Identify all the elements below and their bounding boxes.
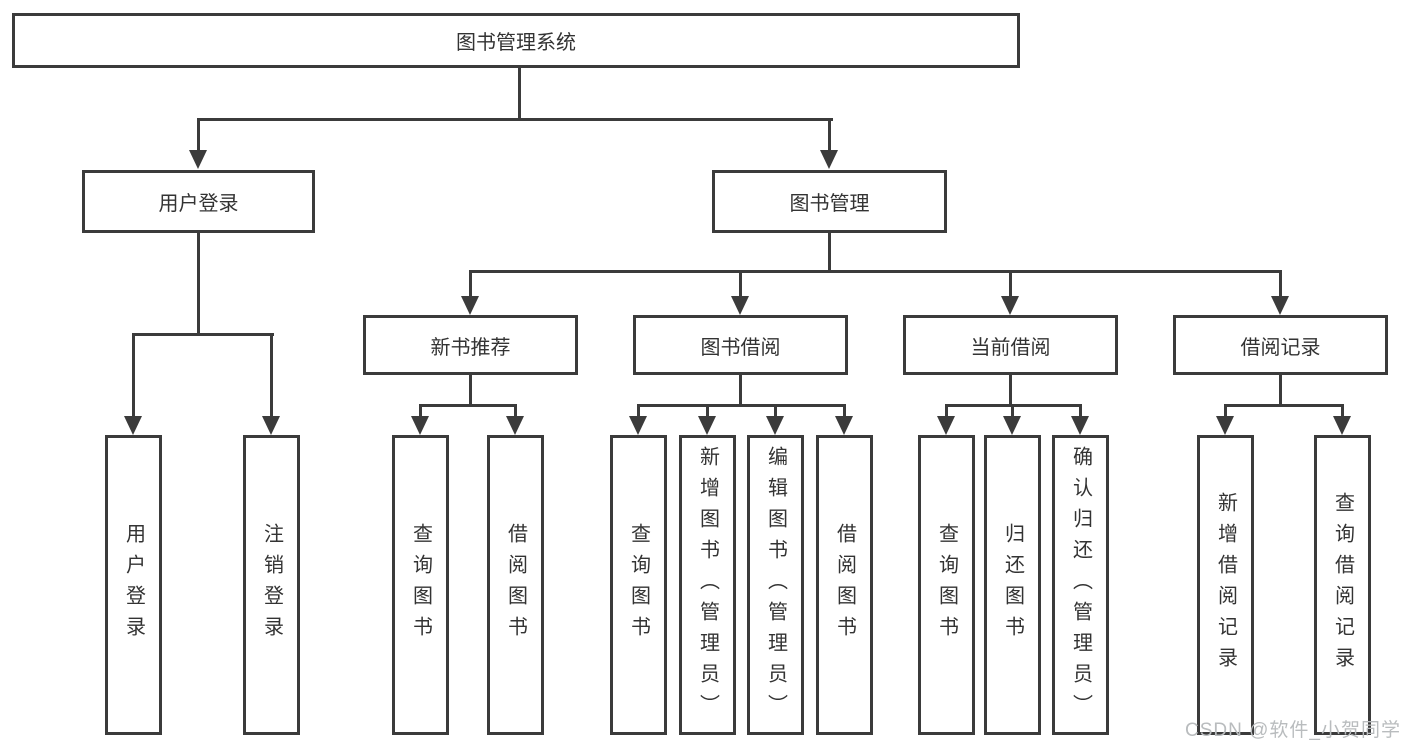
arrow-down-icon-book-management [820, 150, 838, 169]
leaf-cb-query-books-label: 查询图书 [935, 523, 958, 647]
arrow-down-icon-book-borrow [731, 296, 749, 315]
node-book-management-label: 图书管理 [789, 193, 870, 215]
arrow-down-icon-cb-confirm [1071, 416, 1089, 435]
csdn-watermark: CSDN @软件_小贺同学 [1185, 720, 1401, 741]
arrow-down-icon-bb-query [629, 416, 647, 435]
node-current-borrow: 当前借阅 [903, 315, 1118, 375]
connector-drop-cb-confirm [1079, 404, 1082, 418]
node-current-borrow-label: 当前借阅 [970, 336, 1051, 359]
arrow-down-icon-br-add [1216, 416, 1234, 435]
connector-new-book-crossbar [419, 404, 517, 407]
leaf-user-login: 用户登录 [105, 435, 162, 735]
leaf-nb-borrow-books: 借阅图书 [487, 435, 544, 735]
leaf-cb-confirm-return-admin-label: 确认归还（管理员） [1069, 445, 1092, 725]
node-borrow-records-label: 借阅记录 [1240, 336, 1321, 359]
arrow-down-icon-cb-query [937, 416, 955, 435]
arrow-down-icon-bb-edit [766, 416, 784, 435]
connector-drop-new-book [469, 270, 472, 297]
leaf-bb-borrow-books-label: 借阅图书 [833, 523, 856, 647]
arrow-down-icon-current-borrow [1001, 296, 1019, 315]
connector-drop-borrow-records [1279, 270, 1282, 297]
connector-new-book-stem [469, 375, 472, 407]
connector-root-crossbar [197, 118, 833, 121]
connector-drop-cb-query [945, 404, 948, 418]
arrow-down-icon-nb-borrow [506, 416, 524, 435]
leaf-bb-query-books: 查询图书 [610, 435, 667, 735]
connector-drop-book-borrow [739, 270, 742, 297]
leaf-bb-query-books-label: 查询图书 [627, 523, 650, 647]
leaf-br-query-record: 查询借阅记录 [1314, 435, 1371, 735]
node-new-book-recommend-label: 新书推荐 [430, 336, 511, 359]
connector-drop-br-query [1341, 404, 1344, 418]
leaf-br-add-record-label: 新增借阅记录 [1214, 492, 1237, 678]
leaf-nb-query-books-label: 查询图书 [409, 523, 432, 647]
leaf-bb-add-book-admin-label: 新增图书（管理员） [696, 445, 719, 725]
connector-drop-current-borrow [1009, 270, 1012, 297]
connector-drop-br-add [1224, 404, 1227, 418]
leaf-nb-borrow-books-label: 借阅图书 [504, 523, 527, 647]
leaf-bb-edit-book-admin-label: 编辑图书（管理员） [764, 445, 787, 725]
connector-drop-cb-return [1011, 404, 1014, 418]
node-borrow-records: 借阅记录 [1173, 315, 1388, 375]
connector-borrow-records-stem [1279, 375, 1282, 407]
connector-drop-user-login [197, 118, 200, 152]
node-book-management: 图书管理 [712, 170, 947, 233]
connector-drop-leaf-logout [270, 333, 273, 417]
connector-drop-book-management [828, 118, 831, 152]
leaf-cb-confirm-return-admin: 确认归还（管理员） [1052, 435, 1109, 735]
connector-user-login-crossbar [132, 333, 274, 336]
connector-drop-bb-add [706, 404, 709, 418]
arrow-down-icon-bb-add [698, 416, 716, 435]
connector-book-borrow-stem [739, 375, 742, 407]
leaf-br-query-record-label: 查询借阅记录 [1331, 492, 1354, 678]
arrow-down-icon-new-book [461, 296, 479, 315]
connector-book-management-stem [828, 233, 831, 273]
node-book-borrow-label: 图书借阅 [700, 336, 781, 359]
arrow-down-icon-cb-return [1003, 416, 1021, 435]
leaf-cb-return-books: 归还图书 [984, 435, 1041, 735]
node-library-system: 图书管理系统 [12, 13, 1020, 68]
node-book-borrow: 图书借阅 [633, 315, 848, 375]
connector-user-login-stem [197, 233, 200, 336]
connector-book-borrow-crossbar [637, 404, 846, 407]
connector-root-stem [518, 68, 521, 121]
connector-drop-bb-borrow [843, 404, 846, 418]
node-user-login: 用户登录 [82, 170, 315, 233]
connector-book-management-crossbar [469, 270, 1282, 273]
arrow-down-icon-user-login [189, 150, 207, 169]
arrow-down-icon-leaf-logout [262, 416, 280, 435]
leaf-cb-query-books: 查询图书 [918, 435, 975, 735]
leaf-bb-borrow-books: 借阅图书 [816, 435, 873, 735]
connector-drop-bb-edit [774, 404, 777, 418]
arrow-down-icon-br-query [1333, 416, 1351, 435]
leaf-user-login-label: 用户登录 [122, 523, 145, 647]
node-new-book-recommend: 新书推荐 [363, 315, 578, 375]
arrow-down-icon-borrow-records [1271, 296, 1289, 315]
arrow-down-icon-bb-borrow [835, 416, 853, 435]
connector-drop-bb-query [637, 404, 640, 418]
leaf-bb-add-book-admin: 新增图书（管理员） [679, 435, 736, 735]
connector-drop-leaf-user-login [132, 333, 135, 417]
connector-drop-nb-borrow [514, 404, 517, 418]
leaf-br-add-record: 新增借阅记录 [1197, 435, 1254, 735]
leaf-bb-edit-book-admin: 编辑图书（管理员） [747, 435, 804, 735]
node-user-login-label: 用户登录 [158, 193, 239, 215]
leaf-logout-label: 注销登录 [260, 523, 283, 647]
leaf-nb-query-books: 查询图书 [392, 435, 449, 735]
arrow-down-icon-leaf-user-login [124, 416, 142, 435]
node-library-system-label: 图书管理系统 [456, 32, 576, 54]
leaf-logout: 注销登录 [243, 435, 300, 735]
connector-drop-nb-query [419, 404, 422, 418]
connector-borrow-records-crossbar [1224, 404, 1344, 407]
leaf-cb-return-books-label: 归还图书 [1001, 523, 1024, 647]
arrow-down-icon-nb-query [411, 416, 429, 435]
connector-current-borrow-stem [1009, 375, 1012, 407]
